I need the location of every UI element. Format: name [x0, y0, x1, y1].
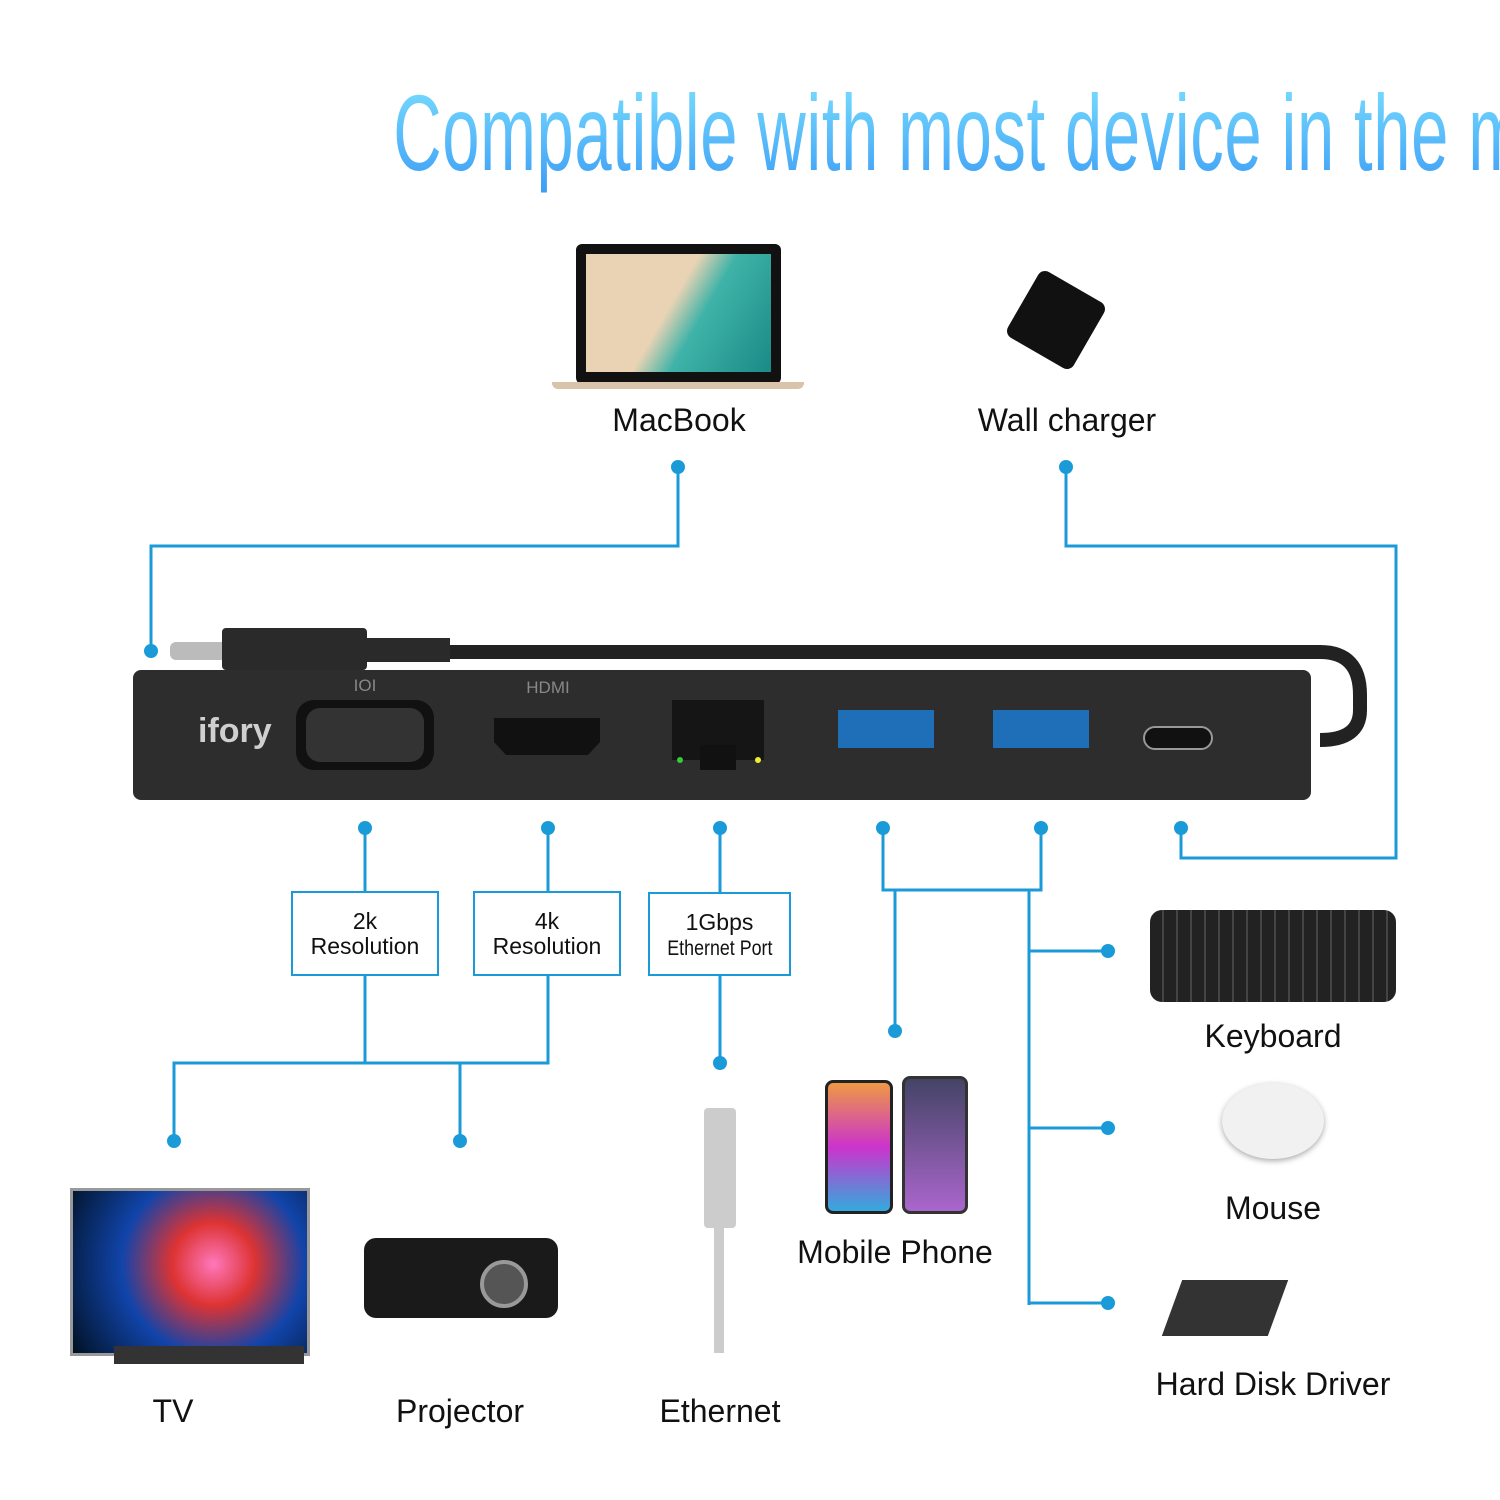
- hdmi-port-label: HDMI: [526, 678, 570, 697]
- label-hdd: Hard Disk Driver: [1155, 1366, 1391, 1402]
- keyboard-image: [1150, 910, 1396, 1002]
- title-text: Compatible with most device in the marke…: [393, 70, 1500, 195]
- label-ethernet: Ethernet: [659, 1393, 781, 1429]
- label-keyboard: Keyboard: [1204, 1018, 1342, 1054]
- mouse-image: [1222, 1083, 1324, 1159]
- spec-caption: Ethernet Port: [666, 937, 773, 960]
- phone-image-1: [825, 1080, 893, 1214]
- macbook-base: [552, 382, 804, 389]
- projector-image: [364, 1238, 558, 1318]
- ethernet-cable: [714, 1225, 724, 1353]
- brand-logo: ifory: [198, 712, 272, 750]
- spec-value: 1Gbps: [685, 909, 754, 935]
- macbook-image: [576, 244, 781, 384]
- spec-caption: Resolution: [310, 933, 420, 959]
- label-mouse: Mouse: [1224, 1190, 1322, 1226]
- soundbar: [114, 1346, 304, 1364]
- label-projector: Projector: [395, 1393, 525, 1429]
- label-mobile-phone: Mobile Phone: [797, 1234, 993, 1270]
- page-title: Compatible with most device in the marke…: [0, 70, 1500, 195]
- usb-c-hub: [133, 628, 1367, 800]
- vga-port-label: IOI: [353, 676, 377, 695]
- ethernet-cable-image: [704, 1108, 736, 1228]
- label-wall-charger: Wall charger: [977, 402, 1157, 438]
- spec-value: 2k: [352, 908, 378, 934]
- spec-value: 4k: [534, 908, 560, 934]
- label-macbook: MacBook: [612, 402, 746, 438]
- phone-image-2: [902, 1076, 968, 1214]
- hdd-image: [1161, 1280, 1289, 1336]
- label-tv: TV: [152, 1393, 194, 1429]
- spec-caption: Resolution: [492, 933, 602, 959]
- tv-image: [70, 1188, 310, 1356]
